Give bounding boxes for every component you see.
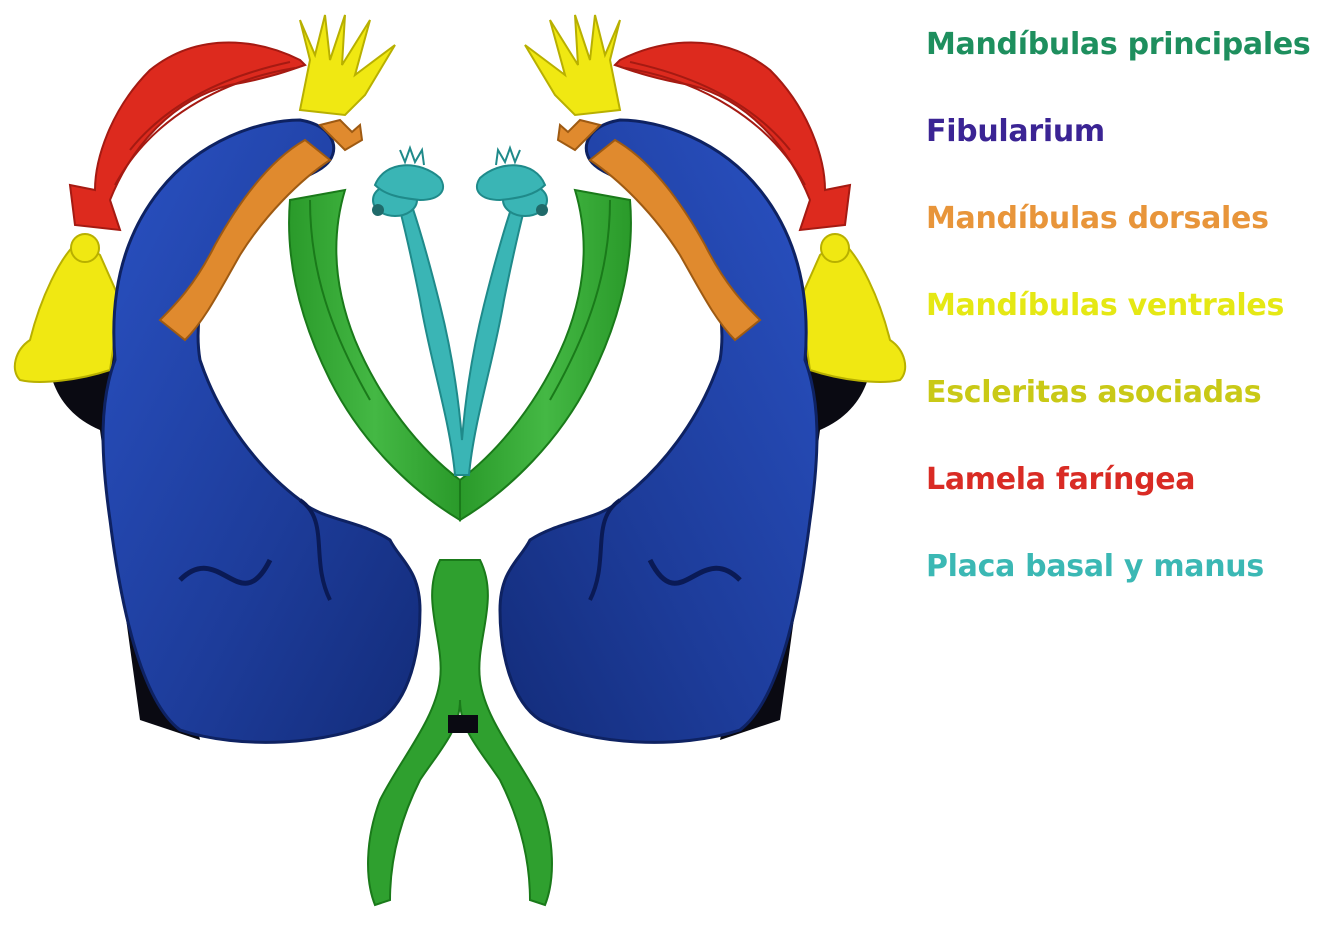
legend-item-basal-plate-manus: Placa basal y manus	[926, 552, 1316, 639]
legend-item-associated-sclerites: Escleritas asociadas	[926, 378, 1316, 465]
left-half	[15, 15, 460, 742]
legend-item-fibularium: Fibularium	[926, 117, 1316, 204]
center-structures	[368, 148, 552, 905]
associated-sclerite-right	[525, 15, 620, 115]
legend-item-principal-mandibles: Mandíbulas principales	[926, 30, 1316, 117]
legend: Mandíbulas principales Fibularium Mandíb…	[926, 30, 1316, 639]
right-half	[460, 15, 905, 742]
legend-item-pharyngeal-lamella: Lamela faríngea	[926, 465, 1316, 552]
manus-right	[477, 148, 548, 216]
associated-sclerite-left	[300, 15, 395, 115]
manus-left	[372, 148, 443, 216]
legend-item-dorsal-mandibles: Mandíbulas dorsales	[926, 204, 1316, 291]
basal-plate	[400, 206, 524, 475]
legend-item-ventral-mandibles: Mandíbulas ventrales	[926, 291, 1316, 378]
ventral-mandible-right	[800, 240, 905, 382]
ventral-mandible-left	[15, 240, 120, 382]
anatomy-illustration	[0, 0, 920, 926]
